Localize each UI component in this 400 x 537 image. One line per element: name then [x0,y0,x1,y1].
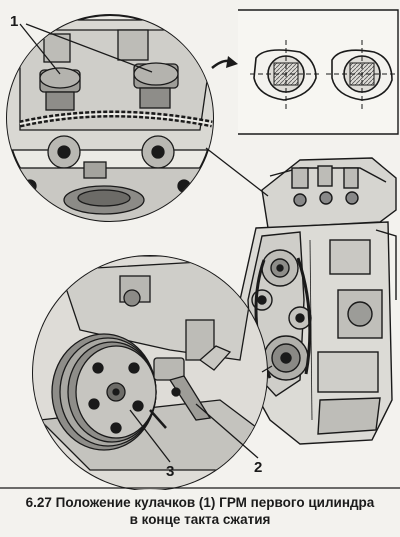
callout-label-2: 2 [254,459,262,476]
cam-lobe-right [326,40,396,110]
cam-lobe-left [250,40,322,110]
callout-leader-1 [19,23,153,75]
caption-line-1: 6.27 Положение кулачков (1) ГРМ первого … [25,495,375,510]
leader-top-to-engine [205,147,269,197]
engine-diagram: 1 [0,9,400,490]
callout-label-3: 3 [166,463,174,480]
figure-caption: 6.27 Положение кулачков (1) ГРМ первого … [0,494,400,528]
engine-block [239,157,397,445]
crank-pulley-detail-circle [32,255,268,490]
callout-label-1: 1 [10,13,18,30]
leader-bottom-to-engine [261,365,273,373]
callout-leaders-bottom [129,403,259,463]
cam-position-inset [211,9,399,135]
camshaft-detail-circle [6,14,214,222]
caption-line-2: в конце такта сжатия [129,512,271,527]
